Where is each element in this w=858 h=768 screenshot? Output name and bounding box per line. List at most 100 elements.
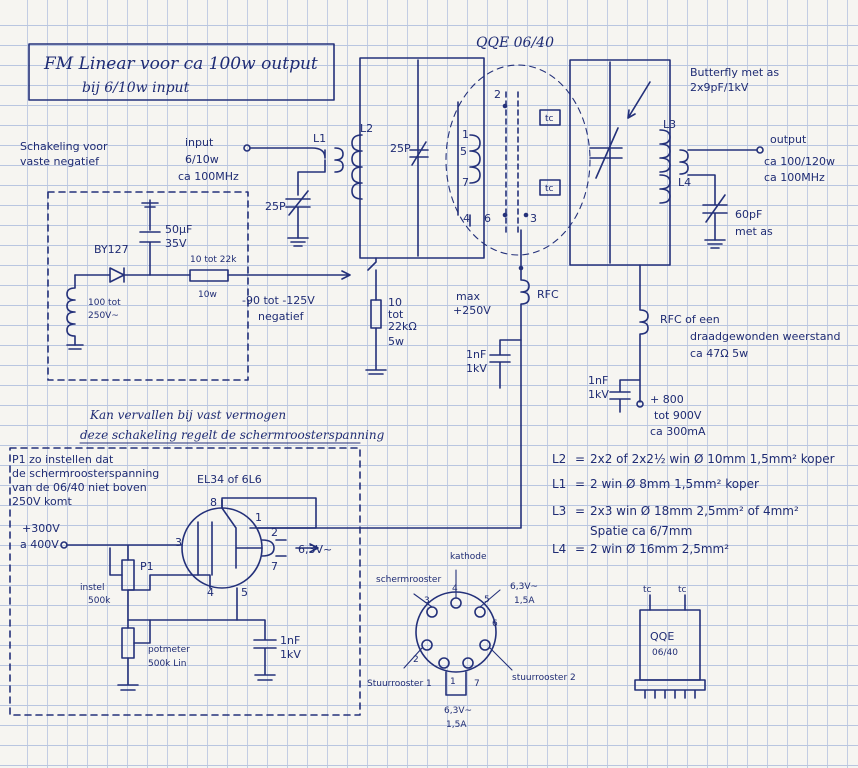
pin-n7: 7	[474, 679, 480, 689]
l1-label: L1	[313, 132, 326, 145]
rfc-right-3: ca 47Ω 5w	[690, 347, 748, 360]
output-power: ca 100/120w	[764, 155, 835, 168]
coil-spec-text: 2x2 of 2x2½ win Ø 10mm 1,5mm² koper	[590, 452, 835, 466]
qqe-envelope	[445, 64, 591, 256]
pin-stuur2: stuurrooster 2	[512, 673, 576, 683]
pin-stuur1: Stuurrooster 1	[367, 679, 432, 689]
screen-cap-voltage: 1kV	[466, 362, 487, 375]
output-cap	[687, 174, 728, 241]
bias-resistor-value: 10 tot 22k	[190, 255, 237, 265]
instel-value: 500k	[88, 596, 111, 606]
regulator-box	[9, 447, 361, 716]
el34-pin-1: 1	[255, 511, 262, 524]
screen-cap-value: 1nF	[466, 348, 486, 361]
el34-pin-7: 7	[271, 560, 278, 573]
pin-heater-top-current: 1,5A	[514, 596, 535, 606]
l1-coil	[334, 147, 344, 173]
el34-pin-4: 4	[207, 586, 214, 599]
input-trim-cap-label: 25P	[265, 200, 286, 213]
trafo-voltage: 250V~	[88, 311, 119, 321]
pin-heater-bot: 6,3V~	[444, 706, 472, 716]
anode-cap-voltage: 1kV	[588, 388, 609, 401]
grid-resistor	[370, 299, 382, 329]
coil-spec-eq: =	[575, 504, 585, 518]
output-cap-note: met as	[735, 225, 773, 238]
p1-note-3: van de 06/40 niet boven	[12, 481, 147, 494]
trafo-value: 100 tot	[88, 298, 121, 308]
l2-label: L2	[360, 122, 373, 135]
neg-bias-range: -90 tot -125V	[242, 294, 315, 307]
grid-res-v2: tot	[388, 308, 404, 321]
elco-value: 50µF	[165, 223, 192, 236]
butterfly-cap	[589, 127, 623, 179]
p1-note-2: de schermroosterspanning	[12, 467, 159, 480]
butterfly-label-2: 2x9pF/1kV	[690, 81, 749, 94]
el34-pin-2: 2	[271, 526, 278, 539]
input-tank-box	[359, 57, 485, 259]
pin-schermrooster: schermrooster	[376, 575, 441, 585]
pin-heater-top: 6,3V~	[510, 582, 538, 592]
regulator-tube-label: EL34 of 6L6	[197, 473, 262, 486]
p1-note-1: P1 zo instellen dat	[12, 453, 114, 466]
input-tank-cap-label: 25P	[390, 142, 411, 155]
screen-max: max	[456, 290, 480, 303]
anode-current: ca 300mA	[650, 425, 706, 438]
l3-label: L3	[663, 118, 676, 131]
coil-spec-name: L1	[552, 477, 566, 491]
potmeter	[121, 627, 135, 659]
screen-rfc	[489, 267, 530, 389]
coil-spec-name: L2	[552, 452, 566, 466]
input-label: input	[185, 136, 214, 149]
supply-voltage-1: +300V	[22, 522, 60, 535]
pin-6: 6	[484, 212, 491, 225]
bias-trafo	[66, 274, 76, 346]
coil-spec-name: L4	[552, 542, 566, 556]
output-terminal	[756, 146, 764, 154]
heater-coil	[469, 134, 481, 184]
pin-5: 5	[460, 145, 467, 158]
coil-spec-name: L3	[552, 504, 566, 518]
anode-voltage-1: + 800	[650, 393, 684, 406]
coil-spec-text: Spatie ca 6/7mm	[590, 524, 692, 538]
pin-n3: 3	[424, 596, 430, 606]
potmeter-label: potmeter	[148, 645, 190, 655]
anode-cap-value: 1nF	[588, 374, 608, 387]
pin-n5: 5	[484, 595, 490, 605]
title-line-2: bij 6/10w input	[82, 80, 190, 96]
input-freq: ca 100MHz	[178, 170, 239, 183]
neg-bias-box	[47, 191, 249, 381]
potmeter-value: 500k Lin	[148, 659, 186, 669]
supply-terminal	[60, 541, 68, 549]
el34-pin-8: 8	[210, 496, 217, 509]
pin-2: 2	[494, 88, 501, 101]
p1-note-4: 250V komt	[12, 495, 72, 508]
neg-bias-title-2: vaste negatief	[20, 155, 100, 168]
l3-coil	[659, 129, 671, 204]
tube-label: QQE 06/40	[476, 35, 554, 51]
input-power: 6/10w	[185, 153, 219, 166]
p1-instel-pot	[121, 559, 135, 591]
coil-spec-text: 2 win Ø 16mm 2,5mm²	[590, 542, 729, 556]
coil-spec-text: 2x3 win Ø 18mm 2,5mm² of 4mm²	[590, 504, 799, 518]
coil-spec-eq: =	[575, 452, 585, 466]
tube-icon: tc tc QQE 06/40	[634, 585, 706, 699]
input-terminal	[243, 144, 251, 152]
coil-specs: L2 = 2x2 of 2x2½ win Ø 10mm 1,5mm² koper…	[552, 452, 835, 556]
regulator-heater: 6,3V~	[298, 543, 332, 556]
coil-spec-eq: =	[575, 477, 585, 491]
l4-coil	[679, 149, 689, 175]
coil-spec-text: 2 win Ø 8mm 1,5mm² koper	[590, 477, 759, 491]
pinout-diagram: kathode 4 schermrooster 3 6,3V~ 1,5A 5 6…	[367, 552, 576, 730]
output-cap-label: 60pF	[735, 208, 762, 221]
pin-3: 3	[530, 212, 537, 225]
rfc-right-1: RFC of een	[660, 313, 720, 326]
anode-rfc	[609, 264, 649, 413]
rfc-left-label: RFC	[537, 288, 559, 301]
diode-by127	[74, 267, 191, 283]
pin-7: 7	[462, 176, 469, 189]
instel-label: instel	[80, 583, 104, 593]
input-tank-cap	[409, 149, 429, 158]
tube-icon-name: QQE	[650, 630, 674, 643]
